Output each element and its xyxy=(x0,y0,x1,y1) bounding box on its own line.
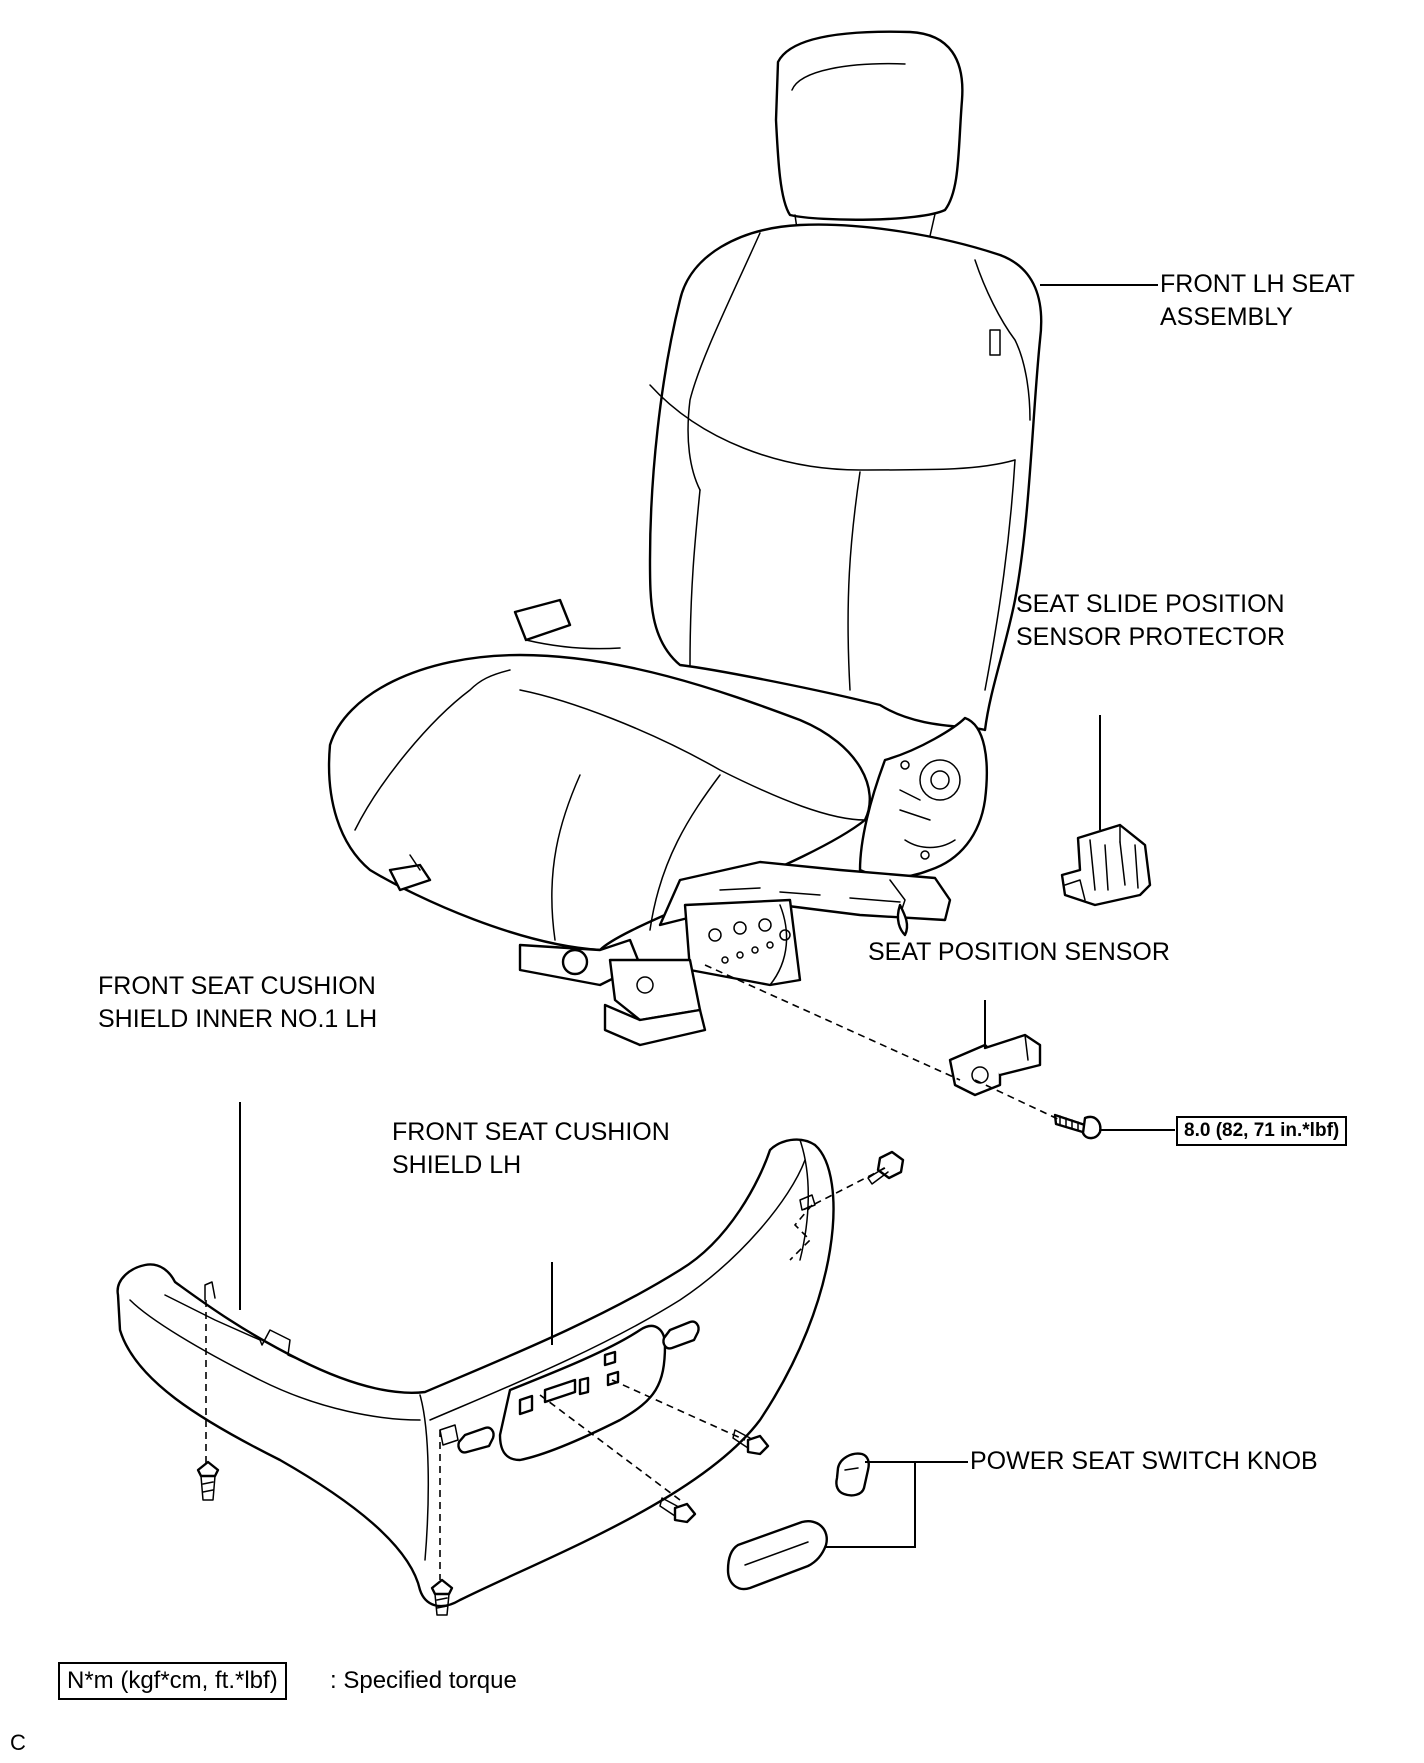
sensor-bolt xyxy=(1053,1113,1102,1140)
label-cushion-shield-inner-line2: SHIELD INNER NO.1 LH xyxy=(98,1005,378,1033)
legend-description: : Specified torque xyxy=(330,1667,517,1694)
label-seat-assembly-line1: FRONT LH SEAT xyxy=(1160,270,1355,298)
label-seat-assembly: FRONT LH SEAT ASSEMBLY xyxy=(1160,268,1355,334)
leader-lines xyxy=(239,284,1175,1548)
power-seat-switch-knob xyxy=(726,1452,870,1591)
torque-spec-box: 8.0 (82, 71 in.*lbf) xyxy=(1176,1116,1348,1146)
screw-e xyxy=(659,1497,697,1524)
front-lh-seat-assembly xyxy=(327,30,1043,1047)
label-slide-sensor-protector: SEAT SLIDE POSITION SENSOR PROTECTOR xyxy=(1016,588,1285,654)
label-cushion-shield-inner-line1: FRONT SEAT CUSHION xyxy=(98,972,376,1000)
seat-slide-position-sensor-protector xyxy=(1060,823,1152,907)
label-slide-sensor-protector-line2: SENSOR PROTECTOR xyxy=(1016,623,1286,651)
label-cushion-shield-line1: FRONT SEAT CUSHION xyxy=(392,1118,670,1146)
label-switch-knob: POWER SEAT SWITCH KNOB xyxy=(970,1447,1318,1475)
legend-unit-box: N*m (kgf*cm, ft.*lbf) xyxy=(58,1662,287,1700)
corner-code: C xyxy=(10,1730,26,1755)
screw-c xyxy=(430,1578,454,1616)
screw-a xyxy=(867,1150,905,1185)
label-cushion-shield-inner: FRONT SEAT CUSHION SHIELD INNER NO.1 LH xyxy=(98,970,377,1036)
label-cushion-shield: FRONT SEAT CUSHION SHIELD LH xyxy=(392,1116,670,1182)
label-seat-assembly-line2: ASSEMBLY xyxy=(1160,303,1293,331)
assembly-lines xyxy=(205,964,1061,1580)
seat-position-sensor xyxy=(948,1033,1042,1097)
label-cushion-shield-line2: SHIELD LH xyxy=(392,1151,522,1179)
label-position-sensor: SEAT POSITION SENSOR xyxy=(868,938,1170,966)
screw-b xyxy=(196,1460,220,1501)
front-seat-cushion-shield-lh xyxy=(116,1138,835,1608)
screw-d xyxy=(732,1429,770,1456)
label-slide-sensor-protector-line1: SEAT SLIDE POSITION xyxy=(1016,590,1285,618)
